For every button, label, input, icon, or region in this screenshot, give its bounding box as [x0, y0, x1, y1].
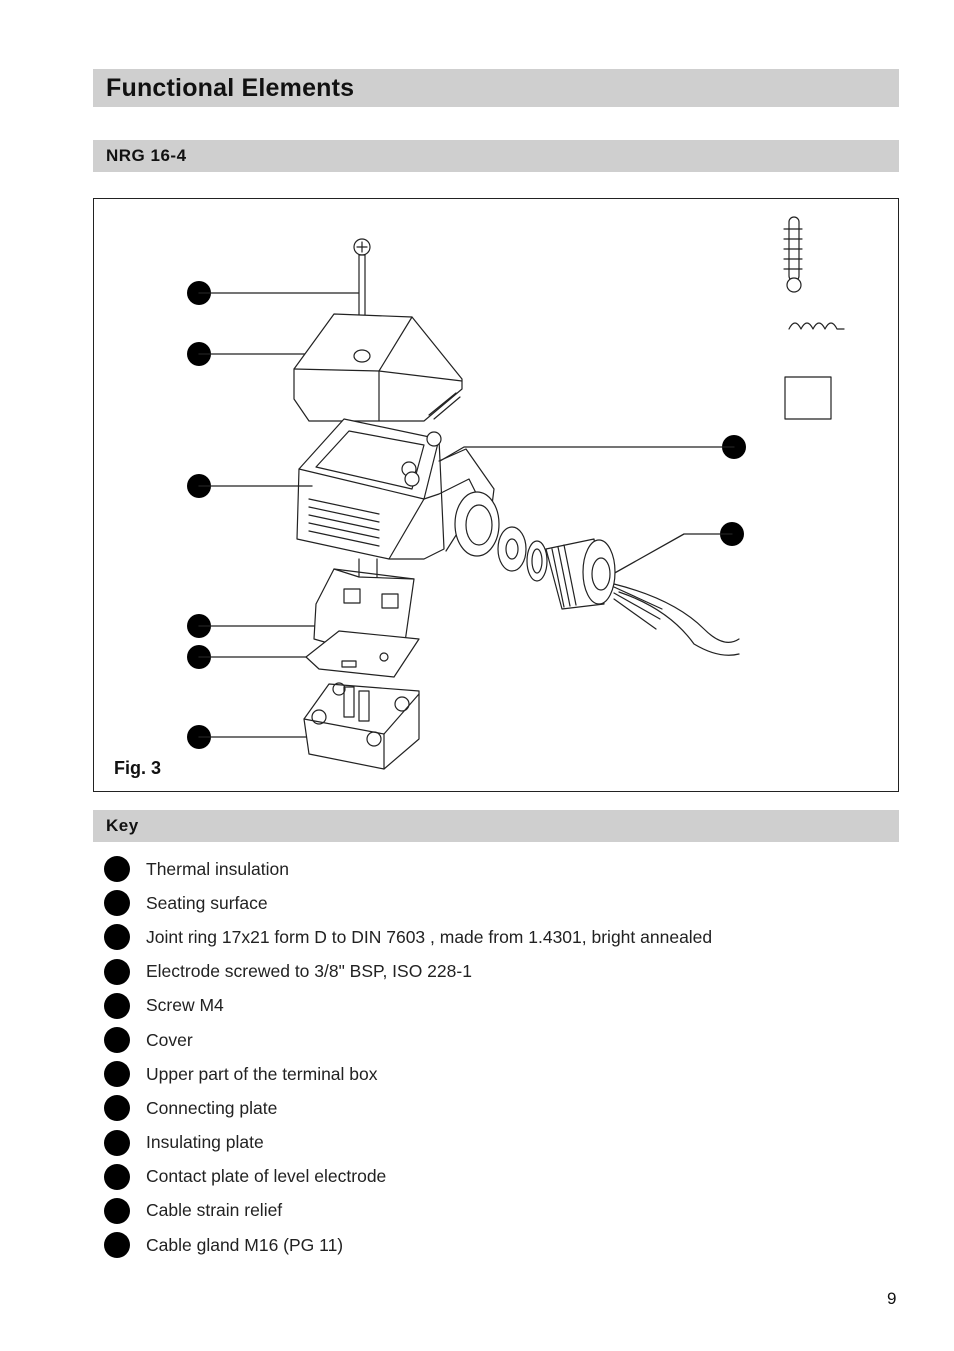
contact-plate-part — [303, 682, 420, 770]
bullet-icon — [104, 1027, 130, 1054]
key-item-text: Thermal insulation — [146, 858, 289, 879]
key-item: Cable gland M16 (PG 11) — [104, 1228, 712, 1262]
cover-part — [293, 313, 463, 422]
key-item-text: Seating surface — [146, 892, 268, 913]
key-item-text: Upper part of the terminal box — [146, 1063, 378, 1084]
page-title: Functional Elements — [106, 74, 355, 102]
bullet-icon — [104, 1095, 130, 1122]
bullet-icon — [104, 856, 130, 883]
key-item: Upper part of the terminal box — [104, 1057, 712, 1091]
bullet-icon — [104, 992, 130, 1019]
thermometer-icon — [783, 216, 803, 293]
cable-part — [613, 583, 740, 656]
key-item-text: Contact plate of level electrode — [146, 1166, 387, 1187]
key-item-text: Cover — [146, 1029, 193, 1050]
key-item: Thermal insulation — [104, 852, 712, 886]
cable-gland-part — [497, 526, 616, 610]
bullet-icon — [104, 1163, 130, 1190]
wave-symbol-icon — [788, 322, 845, 330]
subtitle-bar: NRG 16-4 — [93, 140, 899, 172]
section-title: NRG 16-4 — [106, 146, 187, 165]
key-item: Joint ring 17x21 form D to DIN 7603 , ma… — [104, 920, 712, 954]
bullet-icon — [104, 890, 130, 917]
figure-label: Fig. 3 — [114, 758, 162, 778]
key-item-text: Joint ring 17x21 form D to DIN 7603 , ma… — [146, 926, 713, 947]
title-bar: Functional Elements — [93, 69, 899, 107]
page-number: 9 — [887, 1289, 897, 1308]
key-list: Thermal insulation Seating surface Joint… — [104, 852, 712, 1262]
key-item-text: Connecting plate — [146, 1097, 278, 1118]
key-bar: Key — [93, 810, 899, 842]
key-item-text: Cable gland M16 (PG 11) — [146, 1234, 344, 1255]
bullet-icon — [104, 1061, 130, 1088]
bullet-icon — [104, 1232, 130, 1259]
key-item-text: Screw M4 — [146, 995, 224, 1016]
exploded-assembly-drawing — [187, 216, 845, 770]
key-heading: Key — [106, 816, 139, 835]
bullet-icon — [104, 1197, 130, 1224]
key-item: Screw M4 — [104, 989, 712, 1023]
bullet-icon — [104, 1129, 130, 1156]
key-item: Seating surface — [104, 886, 712, 920]
bullet-icon — [104, 958, 130, 985]
key-item: Connecting plate — [104, 1091, 712, 1125]
bullet-icon — [104, 924, 130, 951]
key-item: Contact plate of level electrode — [104, 1160, 712, 1194]
leader-lines — [198, 292, 735, 738]
key-item-text: Cable strain relief — [146, 1200, 283, 1221]
upper-terminal-box-part — [296, 418, 500, 560]
key-item: Cover — [104, 1023, 712, 1057]
figure-frame: Fig. 3 — [93, 198, 899, 792]
key-item-text: Insulating plate — [146, 1132, 264, 1153]
key-item-text: Electrode screwed to 3/8" BSP, ISO 228-1 — [146, 961, 472, 982]
key-item: Cable strain relief — [104, 1194, 712, 1228]
insulating-plate-part — [305, 630, 420, 678]
key-item: Electrode screwed to 3/8" BSP, ISO 228-1 — [104, 955, 712, 989]
key-item: Insulating plate — [104, 1126, 712, 1160]
blank-box-icon — [784, 376, 832, 420]
